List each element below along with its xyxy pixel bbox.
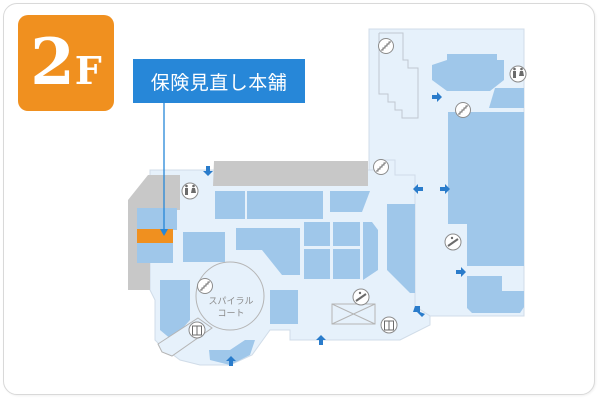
area-unavailable-top (213, 161, 368, 186)
shop (333, 249, 360, 279)
spiral-court-line1: スパイラル (208, 297, 254, 307)
entrance-arrow-icon (432, 92, 442, 102)
shop (137, 208, 177, 230)
shop (467, 276, 524, 313)
elevator-icon (188, 321, 206, 339)
shop (304, 222, 330, 246)
shop (448, 112, 524, 266)
stairs-icon (373, 159, 389, 175)
shop (432, 54, 504, 91)
shop (236, 228, 300, 275)
stairs-icon (197, 278, 213, 294)
stairs-icon (455, 102, 471, 118)
shop (387, 204, 415, 293)
floor-number: 2 (30, 25, 75, 100)
shop (183, 232, 225, 262)
restroom-icon (181, 182, 199, 200)
stairs-icon (378, 38, 394, 54)
escalator-icon (352, 288, 370, 306)
entrance-arrow-icon (226, 356, 236, 366)
shop (489, 88, 524, 108)
entrance-arrow-icon (413, 184, 423, 194)
floor-unit: F (74, 48, 102, 93)
entrance-arrow-icon (203, 166, 213, 176)
shop (304, 249, 330, 279)
shop (270, 290, 298, 324)
void-cross (331, 303, 376, 325)
shop (209, 340, 255, 365)
entrance-arrow-icon (456, 267, 466, 277)
shop (137, 243, 173, 263)
stair-outline (378, 32, 419, 119)
spiral-court-line2: コート (217, 309, 245, 319)
elevator-icon (380, 316, 398, 334)
escalator-icon (444, 233, 462, 251)
store-leader-arrowhead (160, 229, 168, 236)
entrance-arrow-icon (316, 335, 326, 345)
restroom-icon (509, 65, 527, 83)
shop (247, 191, 323, 219)
entrance-arrow-icon (440, 184, 450, 194)
shop (160, 280, 190, 340)
shop (330, 191, 370, 212)
shop (215, 191, 245, 219)
spiral-court (195, 261, 265, 331)
entrance-arrow-icon (413, 306, 425, 317)
shop-hoken-minaoshi-honpo[interactable] (137, 229, 173, 243)
store-label-hoken-minaoshi-honpo[interactable]: 保険見直し本舗 (133, 59, 305, 103)
spiral-court-label: スパイラル コート (206, 296, 256, 320)
shop (363, 222, 378, 280)
shop (333, 222, 360, 246)
escalator-void (331, 303, 376, 325)
